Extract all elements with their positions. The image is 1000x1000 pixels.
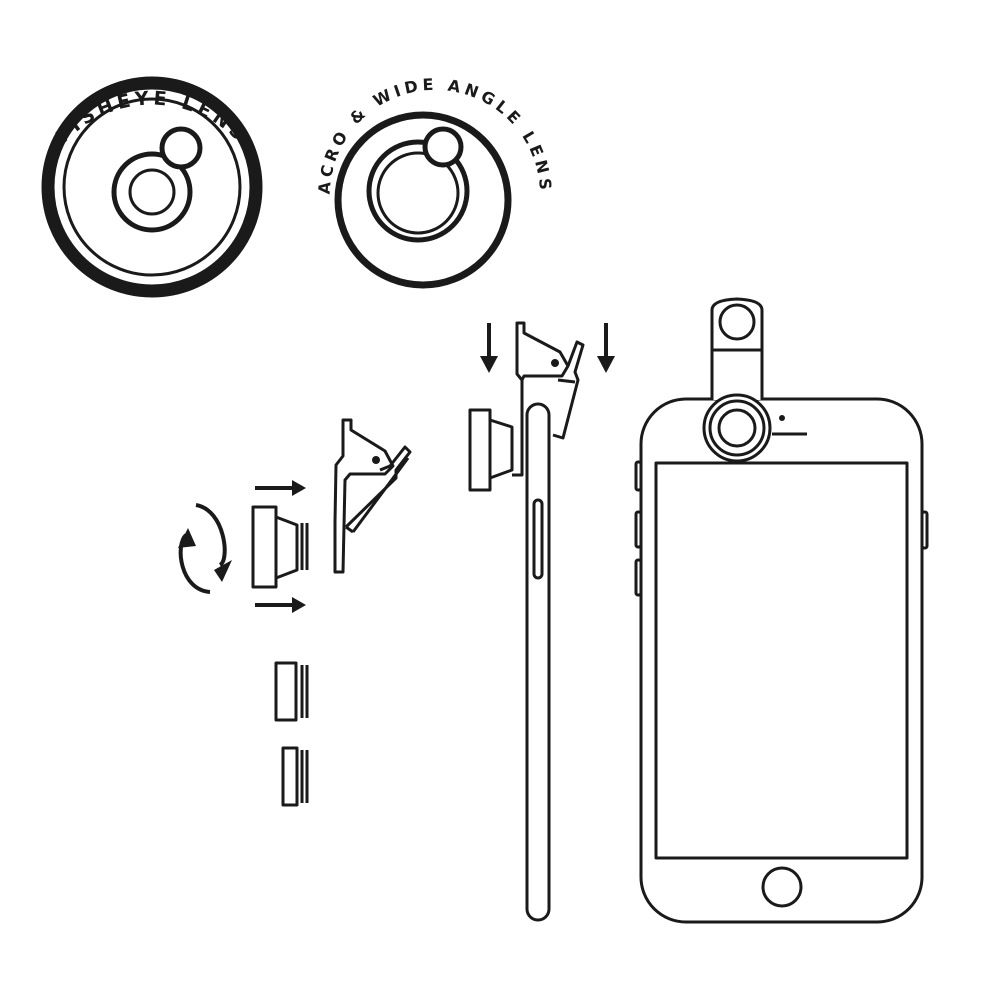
- spare-lens-icon: [274, 661, 309, 807]
- home-button-icon: [761, 866, 803, 908]
- lens-clip-attached-icon: [468, 321, 585, 492]
- lens-clip-icon: [333, 418, 412, 574]
- rotate-arrows-icon: [178, 503, 232, 594]
- fisheye-lens-icon: [41, 76, 263, 298]
- fisheye-label: FISHEYE LENS: [52, 87, 252, 147]
- lens-piece-icon: [251, 505, 309, 589]
- front-camera-icon: [779, 415, 785, 421]
- phone-side-icon: [525, 402, 551, 922]
- down-arrow-icon: [480, 323, 615, 373]
- phone-front-icon: [634, 397, 929, 924]
- macro-wide-lens-icon: [334, 111, 512, 289]
- clip-on-phone-icon: [702, 297, 772, 463]
- macro-wide-label: MACRO & WIDE ANGLE LENSES: [0, 0, 555, 195]
- right-arrow-icon: [255, 480, 306, 613]
